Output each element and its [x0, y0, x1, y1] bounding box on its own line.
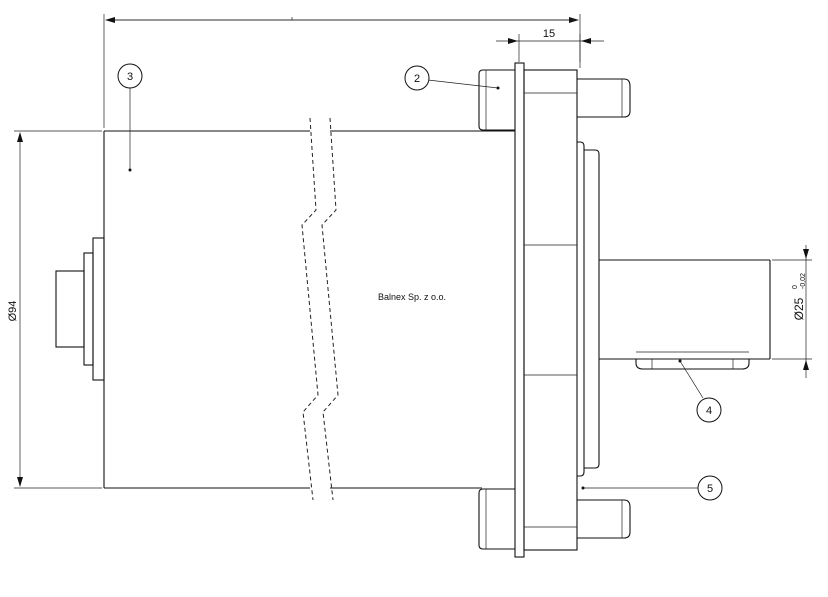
svg-text:4: 4: [706, 405, 712, 417]
svg-text:2: 2: [414, 73, 420, 85]
break-lines: [301, 117, 339, 501]
dim-flange-15: 15: [496, 28, 604, 62]
shaft: [599, 259, 771, 370]
rear-connector: [55, 237, 105, 381]
dim-25-tol-upper: 0: [792, 285, 799, 289]
dim-15-label: 15: [543, 28, 555, 40]
lower-bolt: [478, 488, 631, 550]
svg-text:5: 5: [707, 483, 713, 495]
flange: [514, 62, 578, 558]
svg-text:3: 3: [127, 71, 133, 83]
balloon-5: 5: [581, 475, 723, 501]
dim-shaft-diameter: Ø25 0 -0,02: [772, 245, 812, 378]
watermark: Balnex Sp. z o.o.: [378, 292, 446, 302]
balloon-3: 3: [117, 63, 143, 172]
spigot: [577, 141, 600, 477]
dim-body-diameter: Ø94: [7, 130, 102, 489]
dim-94-label: Ø94: [7, 301, 19, 322]
balloon-4: 4: [678, 359, 722, 423]
upper-bolt: [478, 69, 631, 131]
dim-25-label: Ø25: [792, 297, 806, 320]
dim-25-tol-lower: -0,02: [800, 273, 807, 289]
dim-overall-length: [103, 14, 581, 128]
balloon-2: 2: [404, 65, 500, 91]
